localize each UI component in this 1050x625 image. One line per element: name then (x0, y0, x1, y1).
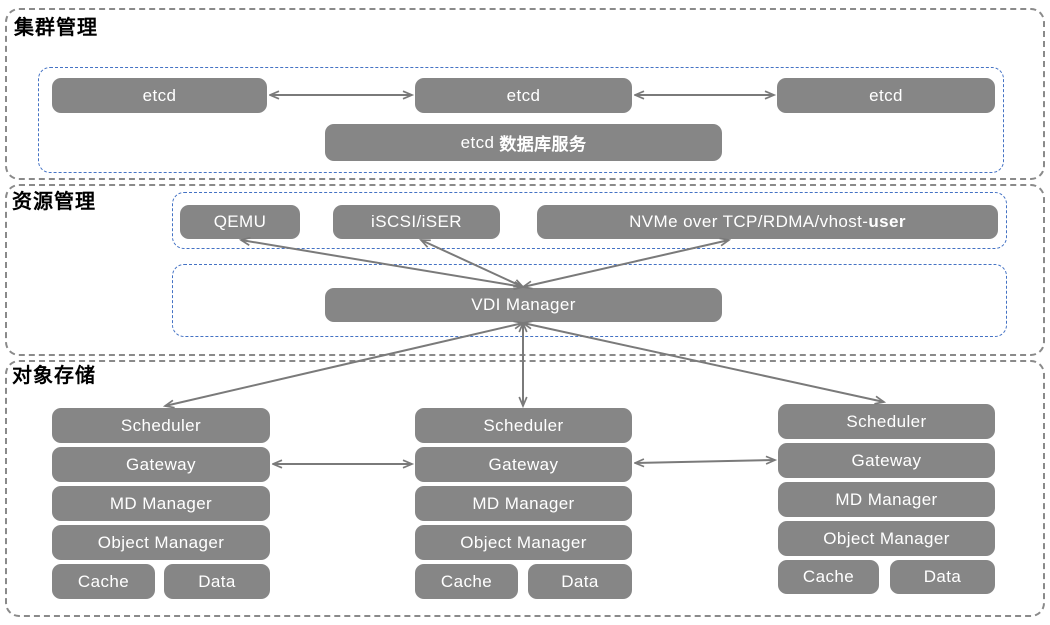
data-node-middle: Data (528, 564, 632, 599)
md-manager-node-middle: MD Manager (415, 486, 632, 521)
section-cluster-management (5, 8, 1045, 180)
object-manager-node-left: Object Manager (52, 525, 270, 560)
section-title-cluster: 集群管理 (14, 17, 98, 39)
md-manager-node-right: MD Manager (778, 482, 995, 517)
md-manager-node-left: MD Manager (52, 486, 270, 521)
etcd-node-1: etcd (52, 78, 267, 113)
gateway-node-left: Gateway (52, 447, 270, 482)
section-title-storage: 对象存储 (12, 365, 96, 387)
scheduler-node-left: Scheduler (52, 408, 270, 443)
nvme-label-prefix: NVMe over TCP/RDMA/vhost- (629, 212, 869, 231)
nvme-node: NVMe over TCP/RDMA/vhost-user (537, 205, 998, 239)
nvme-label-bold: user (868, 212, 906, 231)
etcd-db-service-latin: etcd (460, 132, 495, 152)
cache-node-left: Cache (52, 564, 155, 599)
etcd-cluster-group (38, 67, 1004, 173)
data-node-right: Data (890, 560, 995, 594)
iscsi-iser-node: iSCSI/iSER (333, 205, 500, 239)
scheduler-node-middle: Scheduler (415, 408, 632, 443)
scheduler-node-right: Scheduler (778, 404, 995, 439)
etcd-node-2: etcd (415, 78, 632, 113)
gateway-node-middle: Gateway (415, 447, 632, 482)
etcd-db-service-node: etcd 数据库服务 (325, 124, 722, 161)
object-manager-node-right: Object Manager (778, 521, 995, 556)
etcd-db-service-cjk: 数据库服务 (499, 135, 587, 154)
data-node-left: Data (164, 564, 270, 599)
gateway-node-right: Gateway (778, 443, 995, 478)
section-title-resource: 资源管理 (12, 191, 96, 213)
vdi-manager-node: VDI Manager (325, 288, 722, 322)
cache-node-middle: Cache (415, 564, 518, 599)
etcd-node-3: etcd (777, 78, 995, 113)
qemu-node: QEMU (180, 205, 300, 239)
cache-node-right: Cache (778, 560, 879, 594)
object-manager-node-middle: Object Manager (415, 525, 632, 560)
